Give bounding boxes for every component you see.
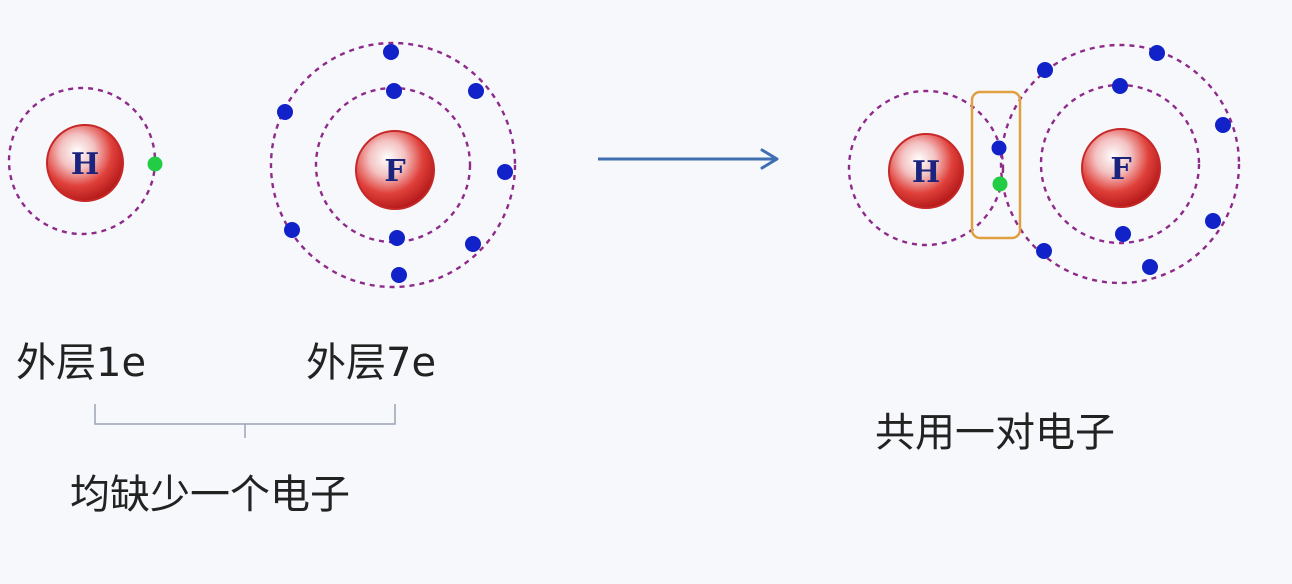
electron — [468, 83, 484, 99]
shared-pair-box — [970, 90, 1022, 240]
electron — [1205, 213, 1221, 229]
fluorine-atom-before: F — [269, 41, 517, 289]
fluorine-symbol: F — [1110, 152, 1131, 187]
electron — [284, 222, 300, 238]
electron — [992, 176, 1008, 192]
electron — [1037, 62, 1053, 78]
hydrogen-fluoride-molecule: H F — [847, 43, 1241, 285]
fluorine-outer-label: 外层7e — [306, 340, 437, 386]
hydrogen-nucleus — [888, 133, 964, 209]
electron — [386, 83, 402, 99]
hydrogen-symbol: H — [71, 147, 99, 182]
reaction-arrow — [598, 148, 779, 170]
fluorine-outer-orbit — [999, 43, 1241, 285]
electron — [1112, 78, 1128, 94]
electron — [383, 44, 399, 60]
electron — [1142, 259, 1158, 275]
electron — [391, 267, 407, 283]
fluorine-outer-orbit — [269, 41, 517, 289]
fluorine-nucleus — [1081, 128, 1161, 208]
fluorine-symbol: F — [384, 154, 405, 189]
hydrogen-outer-label: 外层1e — [16, 340, 147, 386]
electron — [1149, 45, 1165, 61]
deficit-caption: 均缺少一个电子 — [70, 472, 350, 518]
electron — [1215, 117, 1231, 133]
electron — [465, 236, 481, 252]
fluorine-nucleus — [355, 130, 435, 210]
electron — [1036, 243, 1052, 259]
hydrogen-atom-before: H — [7, 86, 163, 236]
electron — [991, 140, 1007, 156]
electron — [497, 164, 513, 180]
hydrogen-nucleus — [46, 124, 124, 202]
electron — [147, 156, 163, 172]
hydrogen-orbit — [847, 89, 1005, 247]
electron — [389, 230, 405, 246]
shared-pair-caption: 共用一对电子 — [875, 410, 1115, 456]
electron — [1115, 226, 1131, 242]
hydrogen-symbol: H — [912, 155, 940, 190]
electron — [277, 104, 293, 120]
bracket — [94, 404, 396, 438]
